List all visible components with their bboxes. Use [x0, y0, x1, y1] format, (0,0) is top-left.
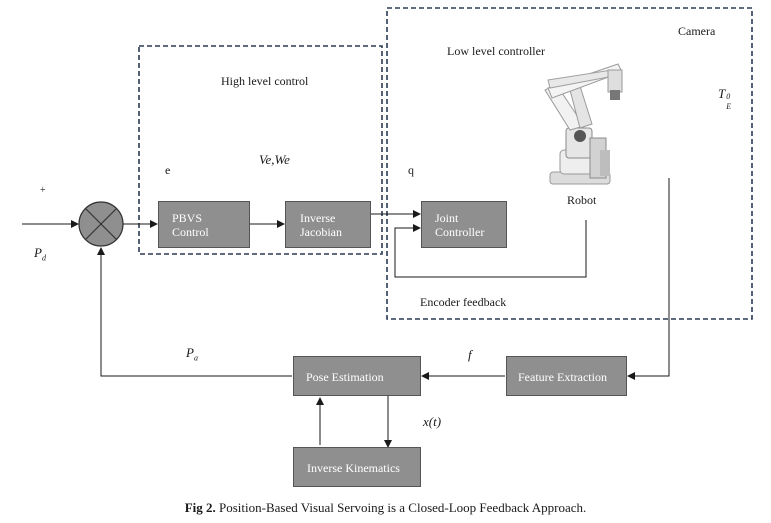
state-signal-label: x(t): [423, 414, 442, 429]
robot-arm-image: [544, 63, 623, 185]
pbvs-control-line2: Control: [172, 225, 209, 239]
low-level-controller-region: [386, 7, 753, 320]
inverse-jacobian-line2: Jacobian: [300, 225, 342, 239]
actual-pose-label: Pa: [186, 346, 198, 363]
low-level-controller-label: Low level controller: [447, 44, 545, 58]
pbvs-control-block: PBVS Control: [158, 201, 250, 248]
joint-controller-line2: Controller: [435, 225, 485, 239]
camera-transform-symbol: T: [718, 86, 726, 101]
joint-controller-block: Joint Controller: [421, 201, 507, 248]
feature-signal-label: f: [468, 347, 472, 362]
pose-estimation-label: Pose Estimation: [306, 370, 384, 384]
desired-pose-symbol: P: [34, 245, 42, 260]
desired-pose-subscript: d: [41, 253, 46, 263]
inverse-kinematics-block: Inverse Kinematics: [293, 447, 421, 487]
inverse-kinematics-label: Inverse Kinematics: [307, 461, 400, 475]
high-level-control-region: [138, 45, 383, 255]
camera-label: Camera: [678, 24, 716, 38]
camera-transform-label: T 0 E: [718, 86, 733, 111]
figure-caption: Fig 2. Position-Based Visual Servoing is…: [0, 500, 771, 516]
summing-junction: [78, 201, 124, 247]
camera-arrow: [627, 178, 670, 380]
joint-controller-line1: Joint: [435, 211, 459, 225]
actual-pose-subscript: a: [193, 353, 198, 363]
error-signal-label: e: [165, 163, 171, 177]
feature-extraction-block: Feature Extraction: [506, 356, 627, 396]
camera-transform-subscript: E: [726, 102, 732, 111]
pose-feedback-arrow: [97, 247, 292, 377]
actual-pose-symbol: P: [186, 345, 194, 360]
pose-estimation-block: Pose Estimation: [293, 356, 421, 396]
desired-pose-label: Pd: [34, 246, 46, 263]
feature-extraction-label: Feature Extraction: [518, 370, 607, 384]
encoder-feedback-arrow: [394, 220, 587, 278]
velocity-signal-label: Ve,We: [259, 152, 290, 167]
inverse-jacobian-block: Inverse Jacobian: [285, 201, 371, 248]
inverse-jacobian-line1: Inverse: [300, 211, 336, 225]
encoder-feedback-label: Encoder feedback: [420, 295, 507, 309]
camera-transform-superscript: 0: [726, 92, 731, 101]
joint-signal-label: q: [408, 163, 414, 177]
plus-sign: +: [40, 185, 46, 196]
robot-label: Robot: [567, 193, 597, 207]
high-level-control-label: High level control: [221, 74, 309, 88]
pbvs-control-line1: PBVS: [172, 211, 203, 225]
figure-number: Fig 2.: [184, 500, 216, 515]
figure-caption-text: Position-Based Visual Servoing is a Clos…: [215, 500, 587, 515]
